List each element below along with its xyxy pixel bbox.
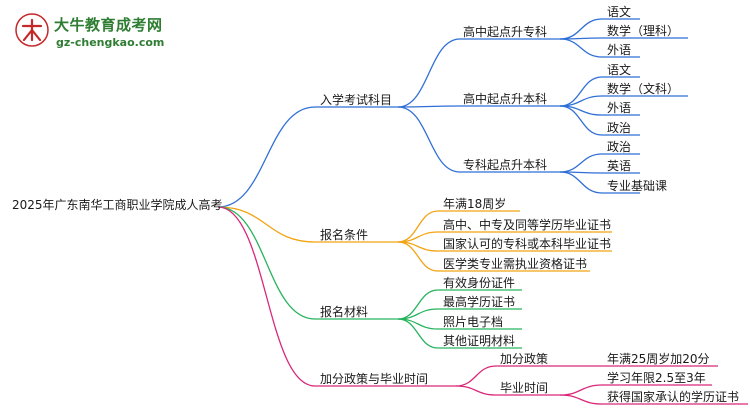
leaf-english: 英语 <box>607 159 632 173</box>
leaf-math-arts: 数学（文科） <box>607 82 680 96</box>
edge-root-materials <box>217 206 316 320</box>
group-hs-to-bachelor: 高中起点升本科 <box>463 92 548 106</box>
edge-leaf-172-0 <box>559 153 603 173</box>
branch-conditions: 报名条件 <box>320 228 369 242</box>
edge-leaf-39-0 <box>559 18 603 40</box>
group-junior-to-bachelor: 专科起点升本科 <box>463 158 548 172</box>
group-bonus: 加分政策 <box>500 352 549 366</box>
edge-root-conditions <box>217 206 316 243</box>
edge-subjects-g0 <box>397 38 461 108</box>
logo-icon <box>15 13 49 47</box>
edge-subjects-g2 <box>397 106 461 173</box>
edge-grad-years <box>559 384 603 396</box>
edge-policy-bonus <box>455 365 497 387</box>
leaf-politics-1: 政治 <box>607 121 632 135</box>
leaf-foreign-language-2: 外语 <box>607 101 632 115</box>
condition-medical: 医学类专业需执业资格证书 <box>443 257 588 271</box>
root-node: 2025年广东南华工商职业学院成人高考 <box>12 198 223 212</box>
material-other: 其他证明材料 <box>443 334 516 348</box>
group-graduation: 毕业时间 <box>500 381 549 395</box>
logo-url: gz-chengkao.com <box>56 36 165 49</box>
condition-age: 年满18周岁 <box>443 197 507 211</box>
leaf-chinese-1: 语文 <box>607 5 632 19</box>
logo-title: 大牛教育成考网 <box>54 16 163 34</box>
edge-grad-cert <box>559 394 603 405</box>
edge-material-3 <box>397 318 439 349</box>
material-id: 有效身份证件 <box>443 276 516 290</box>
material-photo: 照片电子档 <box>443 315 504 329</box>
branch-subjects: 入学考试科目 <box>320 93 393 107</box>
bonus-item: 年满25周岁加20分 <box>607 352 710 366</box>
edge-leaf-39-2 <box>559 38 603 58</box>
edge-root-subjects <box>217 106 316 208</box>
graduation-years: 学习年限2.5至3年 <box>607 371 706 385</box>
edge-leaf-172-2 <box>559 171 603 194</box>
leaf-math-science: 数学（理科） <box>607 24 680 38</box>
leaf-professional-basics: 专业基础课 <box>607 179 668 193</box>
graduation-certificate: 获得国家承认的学历证书 <box>607 390 740 404</box>
condition-degree: 国家认可的专科或本科毕业证书 <box>443 237 612 251</box>
branch-materials: 报名材料 <box>320 305 369 319</box>
condition-highschool: 高中、中专及同等学历毕业证书 <box>443 218 612 232</box>
branch-policy: 加分政策与毕业时间 <box>320 372 429 386</box>
group-hs-to-junior: 高中起点升专科 <box>463 25 548 39</box>
edge-leaf-106-3 <box>559 105 603 136</box>
edge-root-policy <box>217 206 316 387</box>
edge-condition-3 <box>397 241 439 272</box>
material-diploma: 最高学历证书 <box>443 295 516 309</box>
leaf-chinese-2: 语文 <box>607 63 632 77</box>
leaf-foreign-language-1: 外语 <box>607 43 632 57</box>
leaf-politics-2: 政治 <box>607 140 632 154</box>
edge-policy-graduation <box>455 385 497 396</box>
edge-subjects-g1 <box>397 105 461 108</box>
